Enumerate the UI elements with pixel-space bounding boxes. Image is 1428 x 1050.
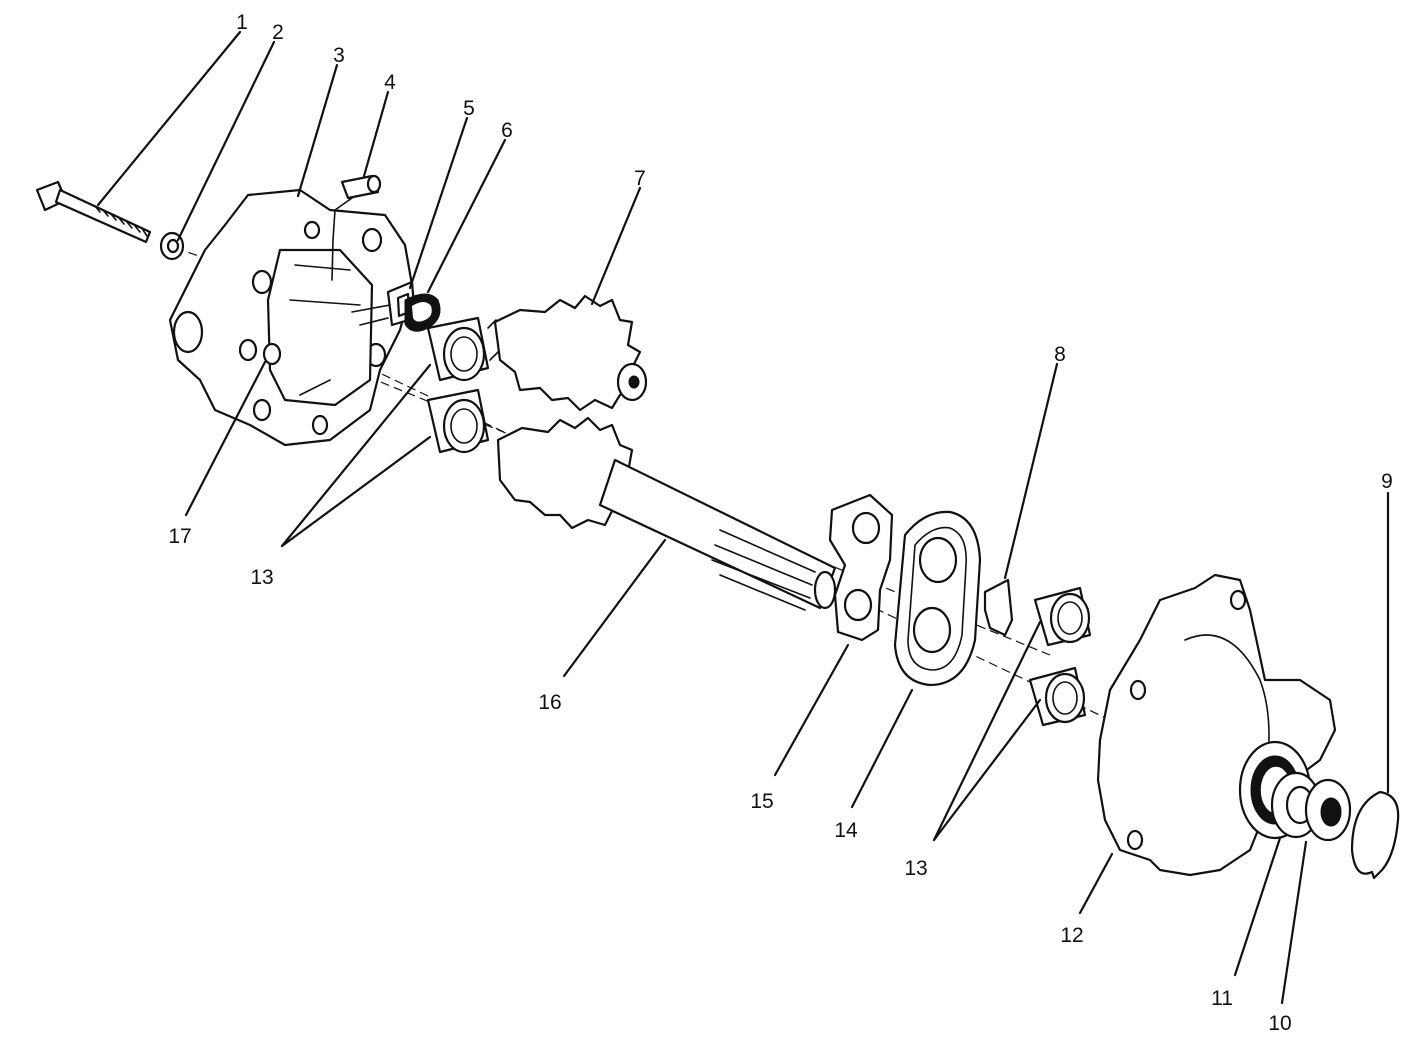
- needle-bearing-upper-2: [426, 388, 490, 454]
- washer: [159, 231, 185, 261]
- callout-labels: 1 2 3 4 5 6 7 8 9 10 11 12 13 13 14 15 1…: [168, 11, 1393, 1035]
- callout-5: 5: [463, 97, 475, 120]
- key-seal: [983, 578, 1014, 637]
- needle-bearing-lower-2: [1028, 666, 1087, 727]
- callout-7: 7: [634, 167, 646, 190]
- drive-shaft-gear: [496, 416, 837, 611]
- seal-d-ring: [404, 293, 441, 332]
- callout-13-upper: 13: [250, 566, 273, 589]
- pump-body: [168, 188, 414, 447]
- callout-12: 12: [1060, 924, 1083, 947]
- callout-2: 2: [272, 21, 284, 44]
- callout-6: 6: [501, 119, 513, 142]
- callout-4: 4: [384, 71, 396, 94]
- needle-bearing-lower-1: [1033, 586, 1092, 647]
- gasket-plate: [828, 493, 894, 642]
- callout-9: 9: [1381, 470, 1393, 493]
- callout-15: 15: [750, 790, 773, 813]
- callout-3: 3: [333, 44, 345, 67]
- callout-10: 10: [1268, 1012, 1291, 1035]
- callout-13-lower: 13: [904, 857, 927, 880]
- callout-16: 16: [538, 691, 561, 714]
- cap-screw: [35, 180, 152, 244]
- o-ring: [262, 342, 282, 366]
- callout-1: 1: [236, 11, 248, 34]
- cover-plate: [893, 510, 982, 687]
- callout-11: 11: [1211, 987, 1233, 1010]
- callout-17: 17: [168, 525, 191, 548]
- leader-lines: [96, 30, 1390, 1005]
- retaining-ring: [1350, 790, 1400, 880]
- callout-14: 14: [834, 819, 858, 842]
- thrust-washer: [1304, 778, 1352, 842]
- callout-8: 8: [1054, 343, 1066, 366]
- idler-gear: [487, 294, 648, 412]
- dowel-pin: [331, 174, 382, 281]
- needle-bearing-upper-1: [426, 316, 490, 382]
